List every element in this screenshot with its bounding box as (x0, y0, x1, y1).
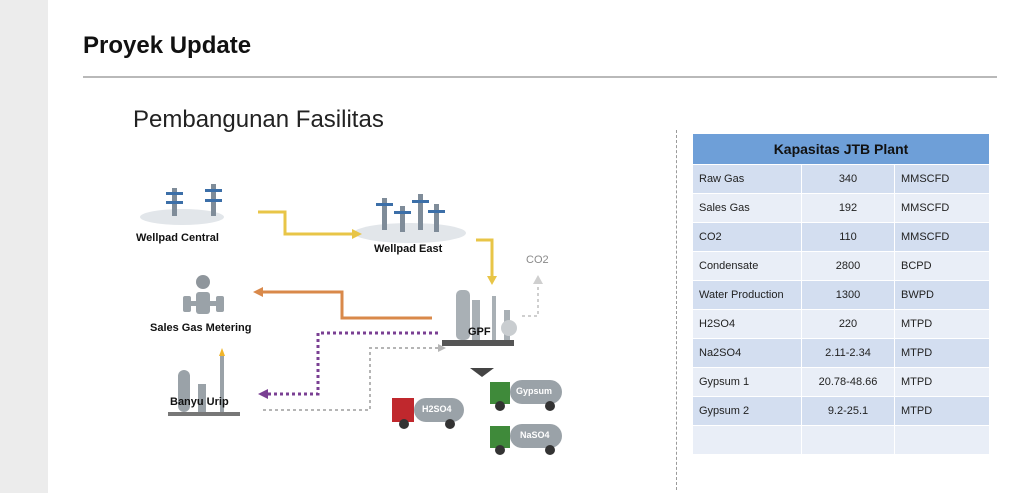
label-banyu-urip: Banyu Urip (170, 396, 229, 408)
title-divider (83, 76, 997, 78)
row-name (692, 425, 802, 455)
row-unit: BCPD (894, 251, 990, 281)
label-wellpad-east: Wellpad East (374, 243, 443, 255)
gpf-plant-icon (442, 290, 517, 346)
flow-diagram-graphics (140, 184, 562, 455)
row-name: Condensate (692, 251, 802, 281)
row-unit: MTPD (894, 309, 990, 339)
truck-gypsum-icon (490, 380, 562, 411)
label-sales-gas-metering: Sales Gas Metering (150, 322, 252, 334)
row-unit: MTPD (894, 367, 990, 397)
row-value (801, 425, 895, 455)
wellpad-central-icon (140, 184, 224, 225)
vertical-dashed-divider (676, 130, 677, 490)
wellpad-east-icon (354, 194, 466, 243)
left-margin-strip (0, 0, 48, 493)
row-name: Water Production (692, 280, 802, 310)
capacity-table-title: Kapasitas JTB Plant (692, 133, 990, 165)
row-value: 220 (801, 309, 895, 339)
gas-metering-icon (183, 275, 224, 314)
page-title: Proyek Update (83, 32, 252, 59)
label-truck-naso4: NaSO4 (520, 430, 550, 440)
row-value: 1300 (801, 280, 895, 310)
facility-flow-diagram: Wellpad Central Wellpad East Sales Gas M… (120, 170, 680, 470)
row-name: Na2SO4 (692, 338, 802, 368)
row-name: H2SO4 (692, 309, 802, 339)
table-row (692, 425, 990, 455)
row-unit: MMSCFD (894, 193, 990, 223)
row-unit: BWPD (894, 280, 990, 310)
row-name: Raw Gas (692, 164, 802, 194)
row-unit: MMSCFD (894, 222, 990, 252)
label-truck-h2so4: H2SO4 (422, 404, 452, 414)
row-unit (894, 425, 990, 455)
row-unit: MTPD (894, 396, 990, 426)
section-subtitle: Pembangunan Fasilitas (133, 106, 384, 133)
row-value: 9.2-25.1 (801, 396, 895, 426)
row-value: 2800 (801, 251, 895, 281)
row-value: 110 (801, 222, 895, 252)
row-unit: MMSCFD (894, 164, 990, 194)
label-gpf: GPF (468, 326, 491, 338)
row-value: 340 (801, 164, 895, 194)
row-value: 2.11-2.34 (801, 338, 895, 368)
label-truck-gypsum: Gypsum (516, 386, 553, 396)
label-wellpad-central: Wellpad Central (136, 232, 219, 244)
row-name: Gypsum 2 (692, 396, 802, 426)
banyu-urip-icon (168, 348, 240, 416)
truck-h2so4-icon (392, 398, 464, 429)
row-value: 20.78-48.66 (801, 367, 895, 397)
row-name: Gypsum 1 (692, 367, 802, 397)
label-co2: CO2 (526, 254, 549, 266)
row-unit: MTPD (894, 338, 990, 368)
row-name: CO2 (692, 222, 802, 252)
row-name: Sales Gas (692, 193, 802, 223)
truck-naso4-icon (490, 424, 562, 455)
row-value: 192 (801, 193, 895, 223)
